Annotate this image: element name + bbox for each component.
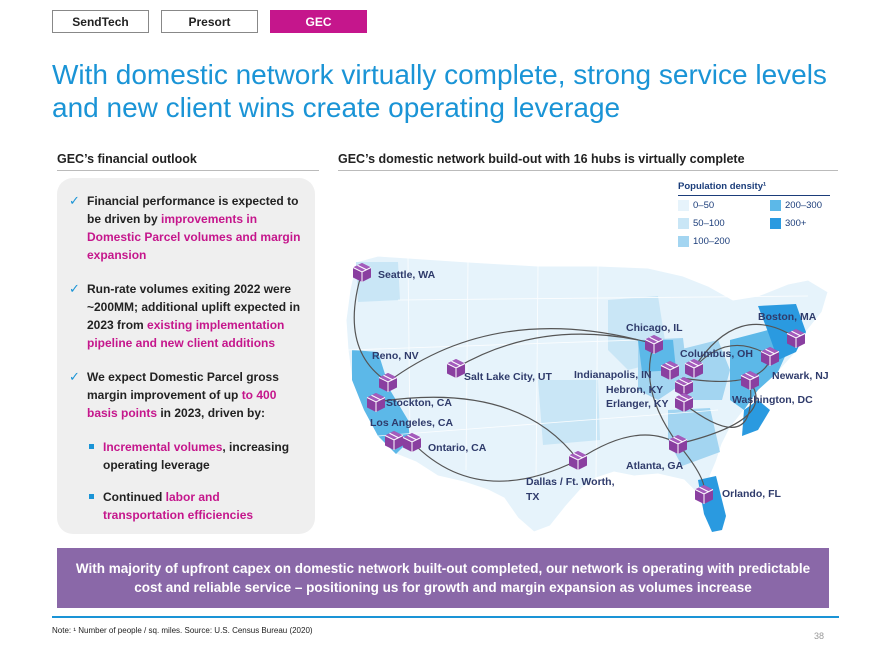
checkmark-icon: ✓ [69, 281, 80, 296]
financial-outlook-heading: GEC’s financial outlook [57, 152, 319, 171]
outlook-bullet-1: ✓ Financial performance is expected to b… [69, 193, 301, 262]
legend-item: 50–100 [678, 218, 725, 229]
outlook-sub-bullet-1: Incremental volumes, increasing operatin… [69, 438, 303, 474]
hub-label: Erlanger, KY [606, 398, 668, 410]
hub-label: Indianapolis, IN [574, 369, 652, 381]
hub-label: Los Angeles, CA [370, 417, 453, 429]
hub-label: Seattle, WA [378, 269, 436, 281]
density-region [742, 400, 770, 436]
hub-label: Ontario, CA [428, 442, 487, 454]
page-number: 38 [814, 631, 825, 641]
hub-label: Atlanta, GA [626, 460, 684, 472]
hub-label: Dallas / Ft. Worth, [526, 476, 615, 488]
hub-label: Hebron, KY [606, 384, 663, 396]
hub-label: Reno, NV [372, 350, 419, 362]
hub-label: Columbus, OH [680, 348, 753, 360]
page-title: With domestic network virtually complete… [52, 59, 827, 123]
density-region [538, 380, 600, 445]
segment-tabs: SendTech Presort GEC [52, 10, 367, 33]
hub-label: TX [526, 491, 539, 503]
summary-banner: With majority of upfront capex on domest… [57, 548, 829, 608]
legend-item: 300+ [770, 218, 806, 229]
footer-divider [52, 616, 839, 618]
legend-title: Population density¹ [678, 181, 830, 196]
outlook-bullet-3: ✓ We expect Domestic Parcel gross margin… [69, 369, 279, 420]
financial-outlook-panel: ✓ Financial performance is expected to b… [57, 178, 315, 534]
hub-label: Salt Lake City, UT [464, 371, 552, 383]
legend-item: 200–300 [770, 200, 822, 211]
footnote: Note: ¹ Number of people / sq. miles. So… [52, 626, 313, 635]
square-bullet-icon [89, 444, 94, 449]
legend-swatch [770, 218, 781, 229]
hub-label: Washington, DC [732, 394, 813, 406]
network-buildout-heading: GEC’s domestic network build-out with 16… [338, 152, 838, 171]
legend-swatch [678, 236, 689, 247]
legend-item: 100–200 [678, 236, 730, 247]
legend-swatch [770, 200, 781, 211]
tab-presort[interactable]: Presort [161, 10, 258, 33]
legend-item: 0–50 [678, 200, 714, 211]
legend-swatch [678, 200, 689, 211]
hub-label: Orlando, FL [722, 488, 782, 500]
outlook-bullet-2: ✓ Run-rate volumes exiting 2022 were ~20… [69, 281, 301, 350]
hub-label: Newark, NJ [772, 370, 829, 382]
hub-label: Stockton, CA [386, 397, 452, 409]
tab-gec[interactable]: GEC [270, 10, 367, 33]
checkmark-icon: ✓ [69, 193, 80, 208]
us-network-map: Seattle, WA Reno, NV Salt Lake City, UT … [345, 255, 829, 533]
checkmark-icon: ✓ [69, 369, 80, 384]
hub-label: Boston, MA [758, 311, 817, 323]
hub-label: Chicago, IL [626, 322, 683, 334]
outlook-sub-bullet-2: Continued labor and transportation effic… [69, 488, 303, 524]
legend-swatch [678, 218, 689, 229]
square-bullet-icon [89, 494, 94, 499]
tab-sendtech[interactable]: SendTech [52, 10, 149, 33]
